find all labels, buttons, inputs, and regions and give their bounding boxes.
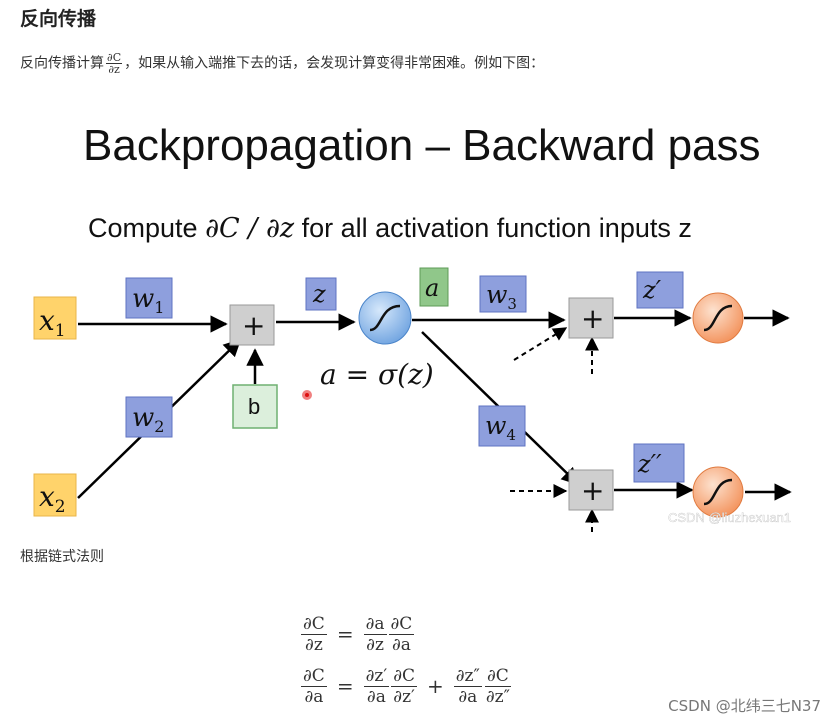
input-x1: x1	[33, 296, 77, 341]
svg-text:x2: x2	[39, 480, 66, 517]
subtitle-math: ∂C / ∂z	[205, 213, 295, 244]
figure-title: Backpropagation – Backward pass	[83, 121, 761, 170]
eq2-t3-num: ∂z″	[453, 665, 482, 687]
sum-node-3: +	[568, 469, 614, 511]
sum-node-1-label: +	[242, 309, 265, 342]
eq2-t4-num: ∂C	[485, 665, 511, 687]
equation-1: ∂C∂z = ∂a∂z ∂C∂a	[300, 608, 513, 660]
dashed-in-plus2-left	[513, 327, 568, 361]
z-prime-label: z′	[642, 276, 662, 304]
fraction-denominator: ∂z	[108, 63, 120, 76]
subtitle-prefix: Compute	[88, 213, 205, 243]
section-heading: 反向传播	[20, 8, 97, 30]
eq2-t3-den: ∂a	[458, 686, 478, 707]
eq2-equals: =	[336, 674, 354, 698]
eq2-lhs-num: ∂C	[301, 665, 327, 687]
sum-node-1: +	[229, 304, 275, 346]
sigmoid-node-orange-1	[692, 292, 744, 344]
eq1-t1-den: ∂z	[366, 634, 384, 655]
svg-text:w3: w3	[486, 280, 517, 313]
w4-label: w	[485, 411, 506, 440]
intro-text-after: ，如果从输入端推下去的话，会发现计算变得非常困难。例如下图：	[124, 55, 545, 72]
x1-subscript: 1	[55, 321, 66, 341]
z-label: z	[312, 280, 326, 308]
a-box: a	[419, 267, 449, 307]
equation-2: ∂C∂a = ∂z′∂a ∂C∂z′ + ∂z″∂a ∂C∂z″	[300, 660, 513, 712]
sigmoid-node-orange-2	[692, 466, 744, 518]
eq1-lhs-den: ∂z	[305, 634, 323, 655]
sum-node-2: +	[568, 297, 614, 339]
eq2-t1-num: ∂z′	[363, 665, 390, 687]
bias-box: b	[232, 384, 278, 429]
figure-subtitle: Compute ∂C / ∂z for all activation funct…	[88, 213, 692, 244]
w3-label: w	[486, 280, 507, 309]
figure-watermark: CSDN @liuzhexuan1	[668, 510, 791, 525]
chain-rule-label: 根据链式法则	[20, 549, 104, 565]
w2-subscript: 2	[154, 417, 164, 436]
eq1-t2-den: ∂a	[391, 634, 411, 655]
eq2-t2-num: ∂C	[391, 665, 417, 687]
eq2-t2-den: ∂z′	[393, 686, 415, 707]
sum-node-3-label: +	[581, 474, 604, 507]
eq1-lhs-num: ∂C	[301, 613, 327, 635]
svg-text:w4: w4	[485, 411, 516, 444]
cursor-dot	[302, 390, 312, 400]
input-x2: x2	[33, 473, 77, 517]
b-label: b	[248, 394, 260, 419]
intro-fraction: ∂C∂z	[106, 51, 123, 76]
eq2-term1: ∂z′∂a	[363, 665, 390, 707]
eq1-t2-num: ∂C	[388, 613, 415, 635]
eq1-t1-num: ∂a	[363, 613, 387, 635]
svg-text:w2: w2	[132, 403, 164, 436]
eq2-term2: ∂C∂z′	[391, 666, 417, 707]
w4-subscript: 4	[506, 426, 516, 444]
sum-node-2-label: +	[581, 302, 604, 335]
sigmoid-node-blue	[358, 291, 412, 345]
z-box: z	[305, 277, 337, 311]
weight-w1: w1	[125, 277, 173, 319]
z-dprime-box: z′′	[633, 443, 685, 483]
page-watermark: CSDN @北纬三七N37	[668, 697, 821, 715]
svg-text:w1: w1	[132, 284, 164, 317]
z-dprime-label: z′′	[637, 450, 662, 478]
eq2-t4-den: ∂z″	[485, 686, 510, 707]
svg-text:x1: x1	[39, 304, 66, 341]
activation-equation: a = σ(z)	[320, 358, 434, 391]
eq1-term2: ∂C∂a	[388, 613, 415, 655]
w1-subscript: 1	[154, 298, 164, 317]
weight-w4: w4	[478, 405, 526, 447]
eq1-equals: =	[336, 622, 354, 646]
dashed-lines	[510, 327, 599, 532]
eq1-term1: ∂a∂z	[363, 613, 387, 655]
fraction-numerator: ∂C	[106, 51, 123, 64]
intro-paragraph: 反向传播计算∂C∂z，如果从输入端推下去的话，会发现计算变得非常困难。例如下图：	[20, 52, 544, 75]
chain-rule-equations: ∂C∂z = ∂a∂z ∂C∂a ∂C∂a = ∂z′∂a ∂C∂z′ + ∂z…	[300, 608, 513, 712]
w3-subscript: 3	[507, 295, 517, 313]
x2-subscript: 2	[55, 497, 66, 517]
eq1-lhs: ∂C∂z	[301, 614, 327, 655]
eq2-plus: +	[427, 674, 444, 698]
x1-label: x	[39, 304, 55, 337]
w2-label: w	[132, 403, 154, 433]
weight-w3: w3	[479, 275, 527, 313]
eq2-term4: ∂C∂z″	[484, 666, 512, 707]
eq2-term3: ∂z″∂a	[453, 665, 482, 707]
intro-text-before: 反向传播计算	[20, 55, 104, 72]
x2-label: x	[39, 480, 55, 513]
subtitle-suffix: for all activation function inputs z	[294, 213, 692, 243]
z-prime-box: z′	[636, 271, 684, 309]
w1-label: w	[132, 284, 154, 314]
eq2-lhs: ∂C∂a	[301, 666, 327, 707]
a-label: a	[425, 274, 439, 302]
eq2-lhs-den: ∂a	[304, 686, 324, 707]
weight-w2: w2	[125, 396, 173, 438]
backprop-figure: Backpropagation – Backward pass Compute …	[33, 121, 792, 532]
eq2-t1-den: ∂a	[366, 686, 386, 707]
